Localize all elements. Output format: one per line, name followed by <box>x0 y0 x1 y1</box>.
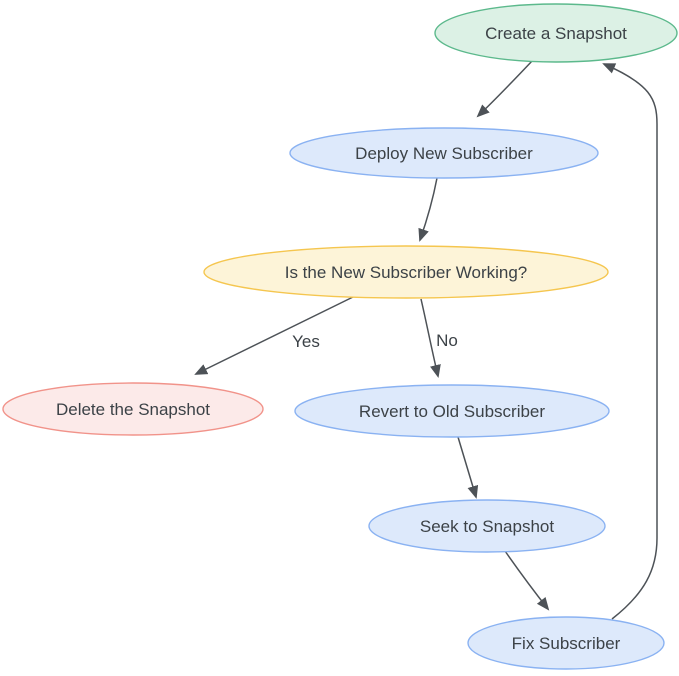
node-delete-the-snapshot-shape <box>2 382 264 436</box>
edge-yes-is-working-to-delete-snapshot <box>194 296 354 375</box>
node-seek-to-snapshot-label: Seek to Snapshot <box>420 517 554 536</box>
edge-no-is-working-to-revert <box>420 298 441 378</box>
edge-fix-subscriber-to-create-snapshot <box>602 63 658 620</box>
node-delete-the-snapshot: Delete the Snapshot <box>2 382 264 436</box>
node-deploy-new-subscriber: Deploy New Subscriber <box>289 127 599 179</box>
node-seek-to-snapshot: Seek to Snapshot <box>368 499 606 553</box>
node-deploy-new-subscriber-label: Deploy New Subscriber <box>355 144 533 163</box>
node-create-snapshot-shape <box>434 3 678 63</box>
node-revert-to-old-subscriber: Revert to Old Subscriber <box>294 384 610 438</box>
node-is-new-subscriber-working-label: Is the New Subscriber Working? <box>285 263 528 282</box>
node-fix-subscriber: Fix Subscriber <box>467 616 665 670</box>
node-deploy-new-subscriber-shape <box>289 127 599 179</box>
edge-create-snapshot-to-deploy-new-subscriber <box>476 60 533 118</box>
node-is-new-subscriber-working: Is the New Subscriber Working? <box>203 245 609 299</box>
edge-label-yes: Yes <box>292 332 320 351</box>
node-fix-subscriber-label: Fix Subscriber <box>512 634 621 653</box>
edge-revert-to-seek-to-snapshot <box>457 436 479 499</box>
edge-seek-to-snapshot-to-fix-subscriber <box>504 550 550 611</box>
edge-label-no: No <box>436 331 458 350</box>
node-fix-subscriber-shape <box>467 616 665 670</box>
edge-deploy-new-subscriber-to-is-working <box>418 177 438 242</box>
node-create-snapshot-label: Create a Snapshot <box>485 24 627 43</box>
node-revert-to-old-subscriber-shape <box>294 384 610 438</box>
node-delete-the-snapshot-label: Delete the Snapshot <box>56 400 210 419</box>
node-seek-to-snapshot-shape <box>368 499 606 553</box>
node-create-snapshot: Create a Snapshot <box>434 3 678 63</box>
node-revert-to-old-subscriber-label: Revert to Old Subscriber <box>359 402 545 421</box>
node-is-new-subscriber-working-shape <box>203 245 609 299</box>
